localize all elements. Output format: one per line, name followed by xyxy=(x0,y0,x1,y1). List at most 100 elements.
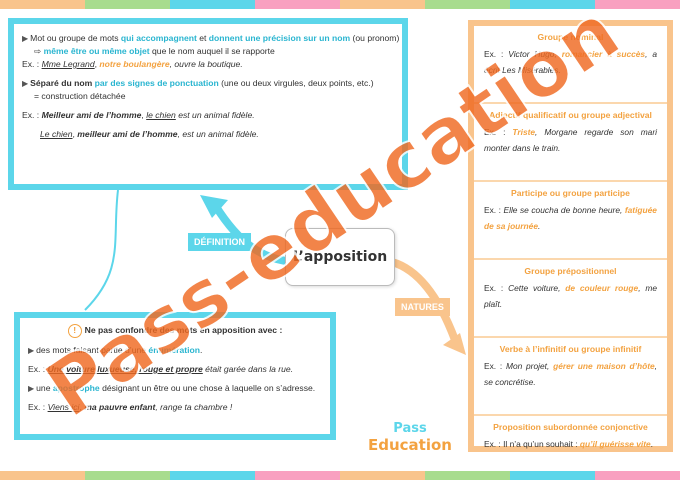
stripe-segment xyxy=(170,471,255,480)
apposition-text: Triste xyxy=(512,127,536,137)
nature-example: Ex. : Triste, Morgane regarde son mari m… xyxy=(484,124,657,156)
enumeration-text: Une voiture luxueuse, rouge et propre xyxy=(47,364,203,374)
text: Ex. : xyxy=(484,205,504,215)
text: (une ou deux virgules, deux points, etc.… xyxy=(218,78,374,88)
apostrophe-text: ma pauvre enfant xyxy=(84,402,156,412)
natures-tag: NATURES xyxy=(395,298,450,316)
definition-example-2: Ex. : Meilleur ami de l’homme, le chien … xyxy=(22,109,394,122)
warning-line-3: ▶une apostrophe désignant un être ou une… xyxy=(28,382,322,395)
stripe-segment xyxy=(510,471,595,480)
nature-example: Ex. : Cette voiture, de couleur rouge, m… xyxy=(484,280,657,312)
apposition-text: qu’il guérisse vite xyxy=(579,439,651,449)
stripe-segment xyxy=(255,0,340,9)
text: Cette voiture, xyxy=(508,283,566,293)
highlight-text: par des signes de ponctuation xyxy=(94,78,219,88)
definition-line-1: ▶Mot ou groupe de mots qui accompagnent … xyxy=(22,32,399,45)
nature-example: Ex. : Il n’a qu’un souhait : qu’il guéri… xyxy=(484,436,657,452)
logo-line-1: Pass xyxy=(393,421,427,436)
definition-line-4: ▶Séparé du nom par des signes de ponctua… xyxy=(22,77,394,90)
text: , se concrétise. xyxy=(484,361,657,387)
underlined-verb: Viens ici xyxy=(47,402,80,412)
apposition-text: fatiguée de sa journée xyxy=(484,205,657,231)
apposition-text: de couleur rouge xyxy=(565,283,639,293)
nature-section: Proposition subordonnée conjonctive Ex. … xyxy=(474,416,667,480)
center-title-card: L’apposition xyxy=(285,228,395,286)
text: Ex. : xyxy=(22,59,42,69)
bullet-triangle-icon: ▶ xyxy=(22,79,29,88)
warning-line-1: ▶des mots faisant partie d’une énumérati… xyxy=(28,344,322,357)
highlight-text: même être ou même objet xyxy=(43,46,150,56)
text: Ex. : xyxy=(22,110,42,120)
logo-line-2: Education xyxy=(368,436,452,454)
text: Elle se coucha de bonne heure, xyxy=(503,205,625,215)
stripe-segment xyxy=(85,0,170,9)
nature-example: Ex. : Elle se coucha de bonne heure, fat… xyxy=(484,202,657,234)
apposition-text: gérer une maison d’hôte xyxy=(553,361,655,371)
text: , xyxy=(94,59,100,69)
nature-title: Verbe à l’infinitif ou groupe infinitif xyxy=(499,344,642,354)
text: Ex. : xyxy=(484,439,504,449)
stripe-segment xyxy=(510,0,595,9)
nature-section: Adjectif qualificatif ou groupe adjectiv… xyxy=(474,104,667,182)
text: . xyxy=(538,221,541,231)
text: Ex. : xyxy=(484,49,509,59)
stripe-segment xyxy=(85,471,170,480)
text: , est un animal fidèle. xyxy=(177,129,259,139)
text: Il n’a qu’un souhait : xyxy=(503,439,580,449)
underlined-noun: Le chien xyxy=(40,129,73,139)
stripe-segment xyxy=(0,0,85,9)
definition-box: ▶Mot ou groupe de mots qui accompagnent … xyxy=(8,18,408,190)
nature-section: Groupe prépositionnel Ex. : Cette voitur… xyxy=(474,260,667,338)
text: Victor Hugo, xyxy=(508,49,562,59)
text: Séparé du nom xyxy=(30,78,95,88)
pass-education-logo: Pass Education xyxy=(355,422,465,462)
nature-title: Groupe nominal xyxy=(537,32,604,42)
text: , Morgane regarde son mari monter dans l… xyxy=(484,127,657,153)
text: que le nom auquel il se rapporte xyxy=(149,46,275,56)
text: , xyxy=(72,129,78,139)
nature-example: Ex. : Victor Hugo, romancier à succès, a… xyxy=(484,46,657,78)
warning-example-2: Ex. : Viens ici, ma pauvre enfant, range… xyxy=(28,401,322,414)
bullet-triangle-icon: ▶ xyxy=(22,34,29,43)
stripe-segment xyxy=(425,471,510,480)
nature-title: Adjectif qualificatif ou groupe adjectiv… xyxy=(489,110,652,120)
warning-example-1: Ex. : Une voiture luxueuse, rouge et pro… xyxy=(28,363,322,376)
text: . xyxy=(650,439,653,449)
text: , a écrit Les Misérables. xyxy=(484,49,657,75)
stripe-segment xyxy=(425,0,510,9)
apposition-text: meilleur ami de l’homme xyxy=(77,129,178,139)
definition-line-5: = construction détachée xyxy=(34,91,126,101)
highlight-text: énumération xyxy=(148,345,200,355)
bullet-triangle-icon: ▶ xyxy=(28,346,35,355)
bottom-color-stripe xyxy=(0,471,680,480)
nature-title: Participe ou groupe participe xyxy=(511,188,630,198)
text: des mots faisant partie d’une xyxy=(36,345,149,355)
underlined-noun: le chien xyxy=(146,110,176,120)
text: est un animal fidèle. xyxy=(175,110,255,120)
text: désignant un être ou une chose à laquell… xyxy=(99,383,316,393)
stripe-segment xyxy=(340,471,425,480)
natures-box: Groupe nominal Ex. : Victor Hugo, romanc… xyxy=(468,20,673,452)
apposition-text: notre boulangère xyxy=(99,59,170,69)
stripe-segment xyxy=(340,0,425,9)
nature-example: Ex. : Mon projet, gérer une maison d’hôt… xyxy=(484,358,657,390)
definition-example-3: Le chien, meilleur ami de l’homme, est u… xyxy=(22,128,394,141)
natures-arrowhead xyxy=(443,333,466,355)
stripe-segment xyxy=(255,471,340,480)
warning-title: Ne pas confondre des mots en apposition … xyxy=(84,325,283,335)
nature-title: Proposition subordonnée conjonctive xyxy=(493,422,648,432)
arrow-right-icon: ⇨ xyxy=(34,46,42,56)
stripe-segment xyxy=(170,0,255,9)
text: Mon projet, xyxy=(505,361,554,371)
text: Ex. : xyxy=(28,364,48,374)
page-title: L’apposition xyxy=(292,249,388,265)
definition-line-2: ⇨ même être ou même objet que le nom auq… xyxy=(22,45,394,58)
warning-title-row: !Ne pas confondre des mots en apposition… xyxy=(28,324,322,338)
text: , ouvre la boutique. xyxy=(169,59,243,69)
text: (ou pronom) xyxy=(350,33,400,43)
stripe-segment xyxy=(0,471,85,480)
highlight-text: donnent une précision sur un nom xyxy=(208,33,351,43)
text: une xyxy=(36,383,53,393)
text: Ex. : xyxy=(484,361,506,371)
text: , me plaît. xyxy=(484,283,657,309)
